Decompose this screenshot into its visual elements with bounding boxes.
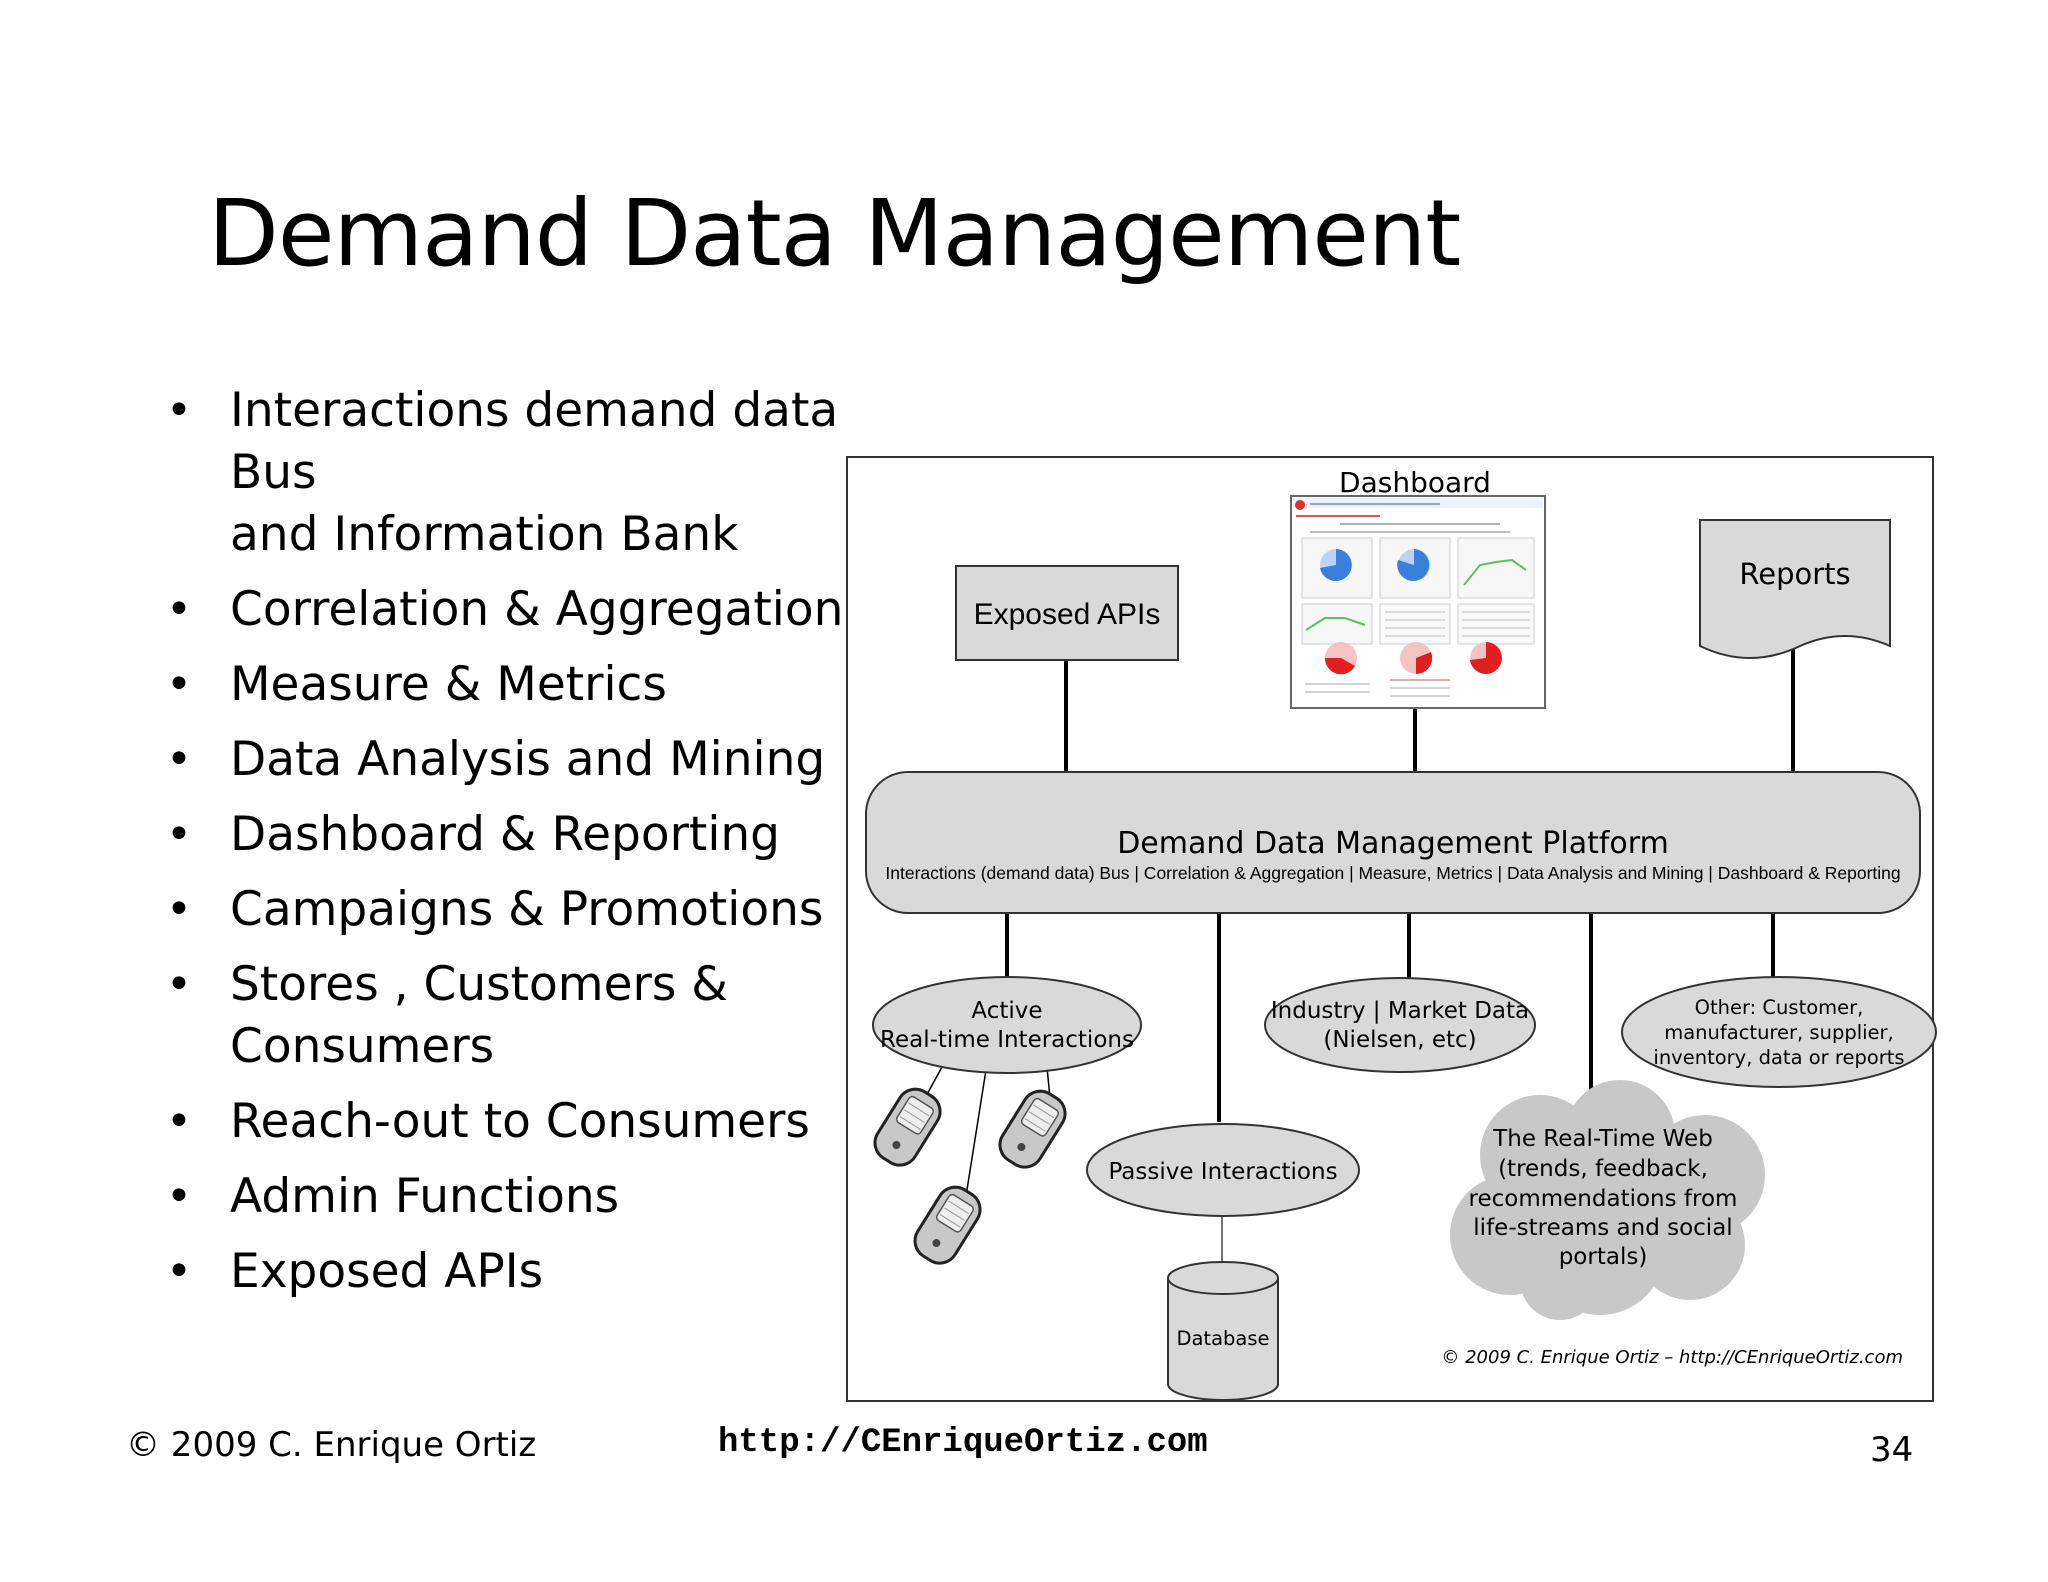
mobile-phone-icon	[913, 1185, 982, 1265]
web-label-line4: life-streams and social	[1473, 1215, 1732, 1241]
other-data-node: Other: Customer, manufacturer, supplier,…	[1621, 976, 1937, 1088]
bullet-item: Exposed APIs	[160, 1241, 880, 1303]
web-label-line2: (trends, feedback,	[1498, 1156, 1708, 1182]
platform-subtitle: Interactions (demand data) Bus | Correla…	[885, 863, 1900, 883]
slide-title: Demand Data Management	[208, 180, 1461, 287]
active-label-line1: Active	[971, 998, 1042, 1024]
page-number: 34	[1870, 1430, 1914, 1470]
phone-wire	[965, 1069, 987, 1197]
bullet-item: Data Analysis and Mining	[160, 729, 880, 791]
real-time-web-cloud: The Real-Time Web (trends, feedback, rec…	[1450, 1080, 1765, 1320]
web-label-line1: The Real-Time Web	[1492, 1126, 1713, 1152]
exposed-apis-box: Exposed APIs	[955, 565, 1179, 661]
platform-bar: Demand Data Management Platform Interact…	[865, 771, 1921, 914]
bullet-item: Measure & Metrics	[160, 654, 880, 716]
exposed-apis-label: Exposed APIs	[974, 598, 1161, 631]
passive-label: Passive Interactions	[1108, 1159, 1337, 1185]
mobile-phone-icon	[873, 1087, 942, 1167]
diagram-copyright: © 2009 C. Enrique Ortiz – http://CEnriqu…	[1441, 1347, 1903, 1368]
footer-url: http://CEnriqueOrtiz.com	[718, 1424, 1208, 1462]
bullet-item: Campaigns & Promotions	[160, 879, 880, 941]
dashboard-thumbnail	[1290, 495, 1546, 709]
other-label-line2: manufacturer, supplier,	[1664, 1021, 1894, 1044]
database-cylinder: Database	[1167, 1261, 1279, 1401]
mobile-phone-icon	[998, 1089, 1067, 1169]
bullet-item: Correlation & Aggregation	[160, 579, 880, 641]
industry-market-data-node: Industry | Market Data (Nielsen, etc)	[1264, 977, 1536, 1073]
footer-copyright: © 2009 C. Enrique Ortiz	[126, 1425, 537, 1465]
bullet-item: Dashboard & Reporting	[160, 804, 880, 866]
dashboard-label: Dashboard	[1339, 466, 1491, 499]
bullet-item: Interactions demand data Bus and Informa…	[160, 380, 880, 566]
bullet-item: Admin Functions	[160, 1166, 880, 1228]
reports-label: Reports	[1739, 557, 1850, 591]
bullet-item: Reach-out to Consumers	[160, 1091, 880, 1153]
web-label-line3: recommendations from	[1469, 1186, 1738, 1212]
industry-label-line1: Industry | Market Data	[1271, 998, 1529, 1024]
reports-document: Reports	[1699, 519, 1891, 659]
platform-title: Demand Data Management Platform	[1117, 826, 1669, 861]
database-label: Database	[1176, 1327, 1269, 1350]
active-label-line2: Real-time Interactions	[880, 1027, 1134, 1053]
passive-interactions-node: Passive Interactions	[1086, 1123, 1360, 1217]
other-label-line3: inventory, data or reports	[1653, 1046, 1904, 1069]
industry-label-line2: (Nielsen, etc)	[1323, 1027, 1476, 1053]
web-label-line5: portals)	[1559, 1244, 1648, 1270]
bullet-list: Interactions demand data Bus and Informa…	[160, 380, 880, 1316]
other-label-line1: Other: Customer,	[1695, 996, 1864, 1019]
bullet-item: Stores , Customers & Consumers	[160, 954, 880, 1078]
active-interactions-node: Active Real-time Interactions	[872, 976, 1142, 1074]
